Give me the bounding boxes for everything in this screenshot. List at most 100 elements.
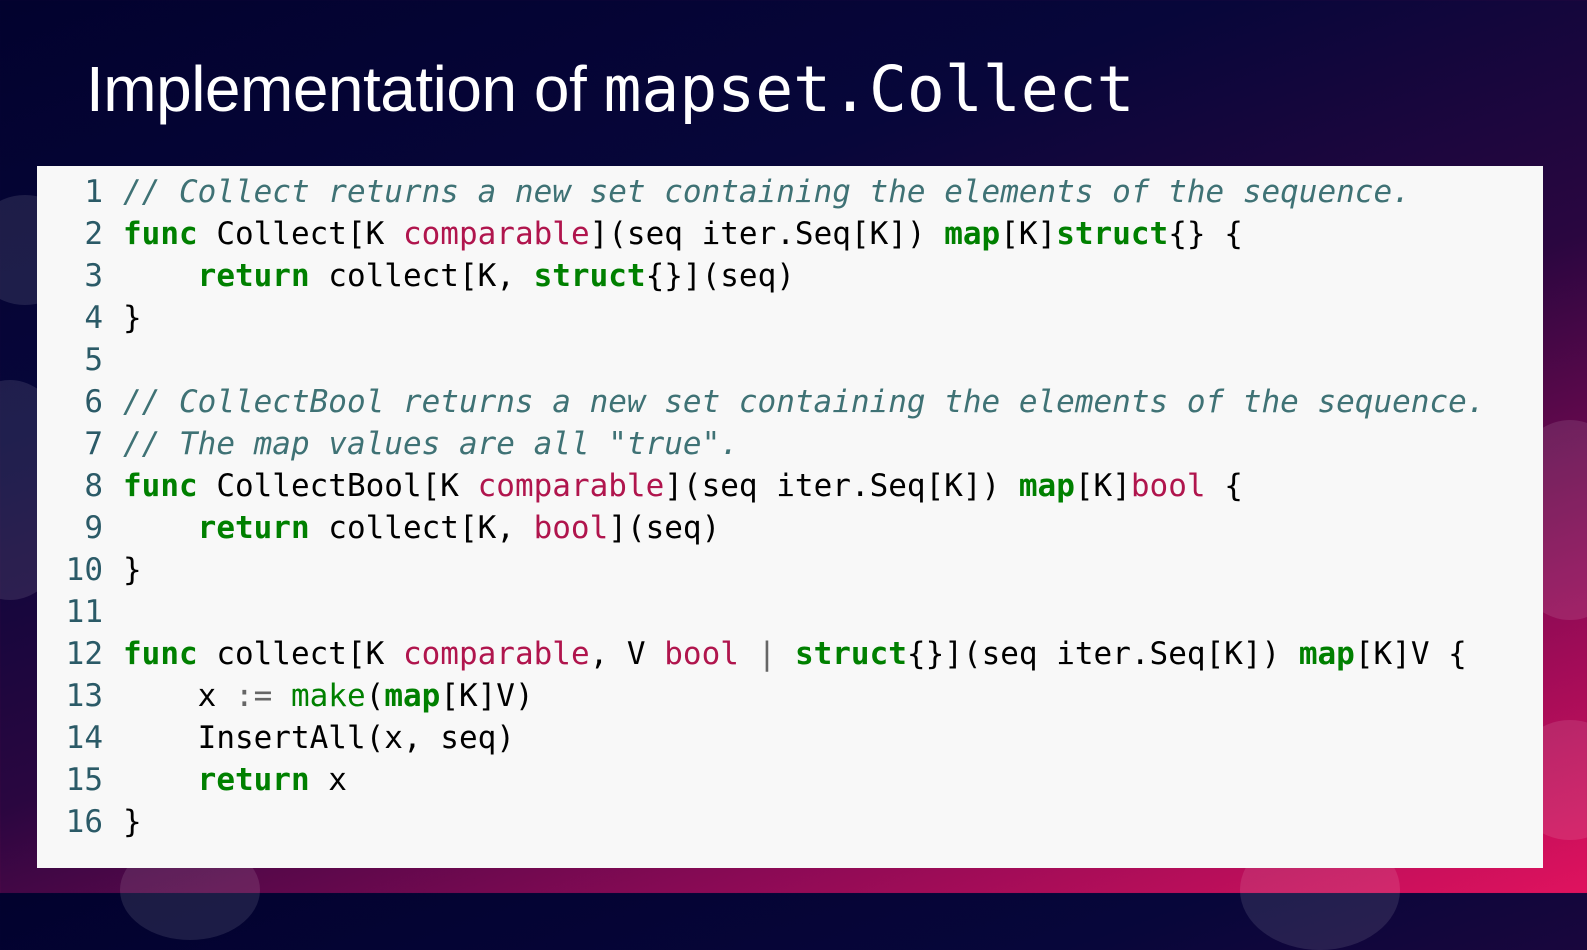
- code-text: InsertAll(x, seq): [123, 720, 515, 756]
- code-token: // Collect returns a new set containing …: [123, 174, 1411, 210]
- line-number: 9: [84, 510, 103, 546]
- line-number: 16: [65, 804, 103, 840]
- code-text: return x: [123, 762, 347, 798]
- code-token: comparable: [402, 636, 590, 672]
- code-line: 8 func CollectBool[K comparable](seq iter…: [37, 465, 1543, 507]
- line-number: 15: [65, 762, 103, 798]
- code-token: struct: [794, 636, 907, 672]
- code-line: 4}: [37, 297, 1543, 339]
- code-token: comparable: [477, 468, 665, 504]
- code-text: // CollectBool returns a new set contain…: [123, 384, 1485, 420]
- line-number: 11: [65, 594, 103, 630]
- code-token: bool: [1130, 468, 1206, 504]
- code-token: map: [1298, 636, 1355, 672]
- code-token: func: [123, 636, 198, 672]
- code-text: return collect[K, struct{}](seq): [123, 258, 795, 294]
- title-text: Implementation of: [86, 53, 587, 125]
- line-number: 2: [84, 216, 103, 252]
- code-token: collect[K: [197, 636, 403, 672]
- code-line: 3 return collect[K, struct{}](seq): [37, 255, 1543, 297]
- line-number: 14: [65, 720, 103, 756]
- code-text: }: [123, 300, 142, 336]
- code-token: // CollectBool returns a new set contain…: [123, 384, 1486, 420]
- code-token: [123, 762, 198, 798]
- line-number: 1: [84, 174, 103, 210]
- code-token: {: [1205, 468, 1243, 504]
- code-token: make: [290, 678, 366, 714]
- title-code: mapset.Collect: [603, 53, 1135, 126]
- code-text: func Collect[K comparable](seq iter.Seq[…: [123, 216, 1243, 252]
- code-token: [K]V): [440, 678, 534, 714]
- code-token: ](seq iter.Seq[K]): [664, 468, 1019, 504]
- code-line: 16}: [37, 801, 1543, 843]
- line-number: 3: [84, 258, 103, 294]
- code-token: x: [123, 678, 235, 714]
- code-line: 13 x := make(map[K]V): [37, 675, 1543, 717]
- code-token: return: [197, 762, 310, 798]
- code-line: 10}: [37, 549, 1543, 591]
- code-token: return: [197, 258, 310, 294]
- code-token: {}](seq): [645, 258, 795, 294]
- code-line: 11: [37, 591, 1543, 633]
- code-token: Collect[K: [197, 216, 403, 252]
- code-token: {} {: [1168, 216, 1243, 252]
- code-block: 1 // Collect returns a new set containing…: [37, 166, 1543, 868]
- code-token: map: [944, 216, 1001, 252]
- code-line: 12 func collect[K comparable, V bool | st…: [37, 633, 1543, 675]
- code-token: CollectBool[K: [197, 468, 478, 504]
- code-token: collect[K,: [309, 258, 534, 294]
- code-line: 14 InsertAll(x, seq): [37, 717, 1543, 759]
- code-token: return: [197, 510, 310, 546]
- code-token: [K]: [1074, 468, 1131, 504]
- line-number: 10: [65, 552, 103, 588]
- code-line: 1 // Collect returns a new set containing…: [37, 171, 1543, 213]
- code-line: 5: [37, 339, 1543, 381]
- code-token: // The map values are all "true".: [123, 426, 739, 462]
- code-token: , V: [589, 636, 665, 672]
- code-token: InsertAll(x, seq): [123, 720, 515, 756]
- code-line: 7 // The map values are all "true".: [37, 423, 1543, 465]
- code-token: [739, 636, 758, 672]
- code-token: func: [123, 216, 198, 252]
- code-token: {}](seq iter.Seq[K]): [906, 636, 1299, 672]
- code-token: }: [123, 300, 142, 336]
- code-token: ](seq iter.Seq[K]): [589, 216, 945, 252]
- line-number: 13: [65, 678, 103, 714]
- code-token: [776, 636, 795, 672]
- code-token: [123, 510, 198, 546]
- code-token: bool: [533, 510, 609, 546]
- code-token: (: [365, 678, 385, 714]
- code-line: 9 return collect[K, bool](seq): [37, 507, 1543, 549]
- code-token: func: [123, 468, 198, 504]
- line-number: 12: [65, 636, 103, 672]
- code-token: [272, 678, 291, 714]
- code-text: }: [123, 804, 142, 840]
- line-number: 4: [84, 300, 103, 336]
- line-number: 8: [84, 468, 103, 504]
- code-text: func collect[K comparable, V bool | stru…: [123, 636, 1467, 672]
- code-token: :=: [234, 678, 273, 714]
- code-token: [K]: [1000, 216, 1057, 252]
- code-token: collect[K,: [309, 510, 534, 546]
- code-text: // Collect returns a new set containing …: [123, 174, 1411, 210]
- code-text: return collect[K, bool](seq): [123, 510, 721, 546]
- code-token: }: [123, 552, 142, 588]
- code-token: |: [757, 636, 777, 672]
- code-token: map: [384, 678, 441, 714]
- code-token: x: [309, 762, 347, 798]
- code-token: bool: [664, 636, 739, 672]
- line-number: 6: [84, 384, 103, 420]
- code-token: comparable: [402, 216, 590, 252]
- code-token: [K]V {: [1354, 636, 1467, 672]
- line-number: 7: [84, 426, 103, 462]
- code-token: struct: [533, 258, 646, 294]
- slide-title: Implementation of mapset.Collect: [86, 52, 1135, 126]
- code-text: x := make(map[K]V): [123, 678, 534, 714]
- code-line: 6 // CollectBool returns a new set contai…: [37, 381, 1543, 423]
- code-token: map: [1018, 468, 1075, 504]
- code-token: ](seq): [608, 510, 721, 546]
- code-text: }: [123, 552, 142, 588]
- code-text: // The map values are all "true".: [123, 426, 739, 462]
- code-line: 15 return x: [37, 759, 1543, 801]
- code-text: func CollectBool[K comparable](seq iter.…: [123, 468, 1243, 504]
